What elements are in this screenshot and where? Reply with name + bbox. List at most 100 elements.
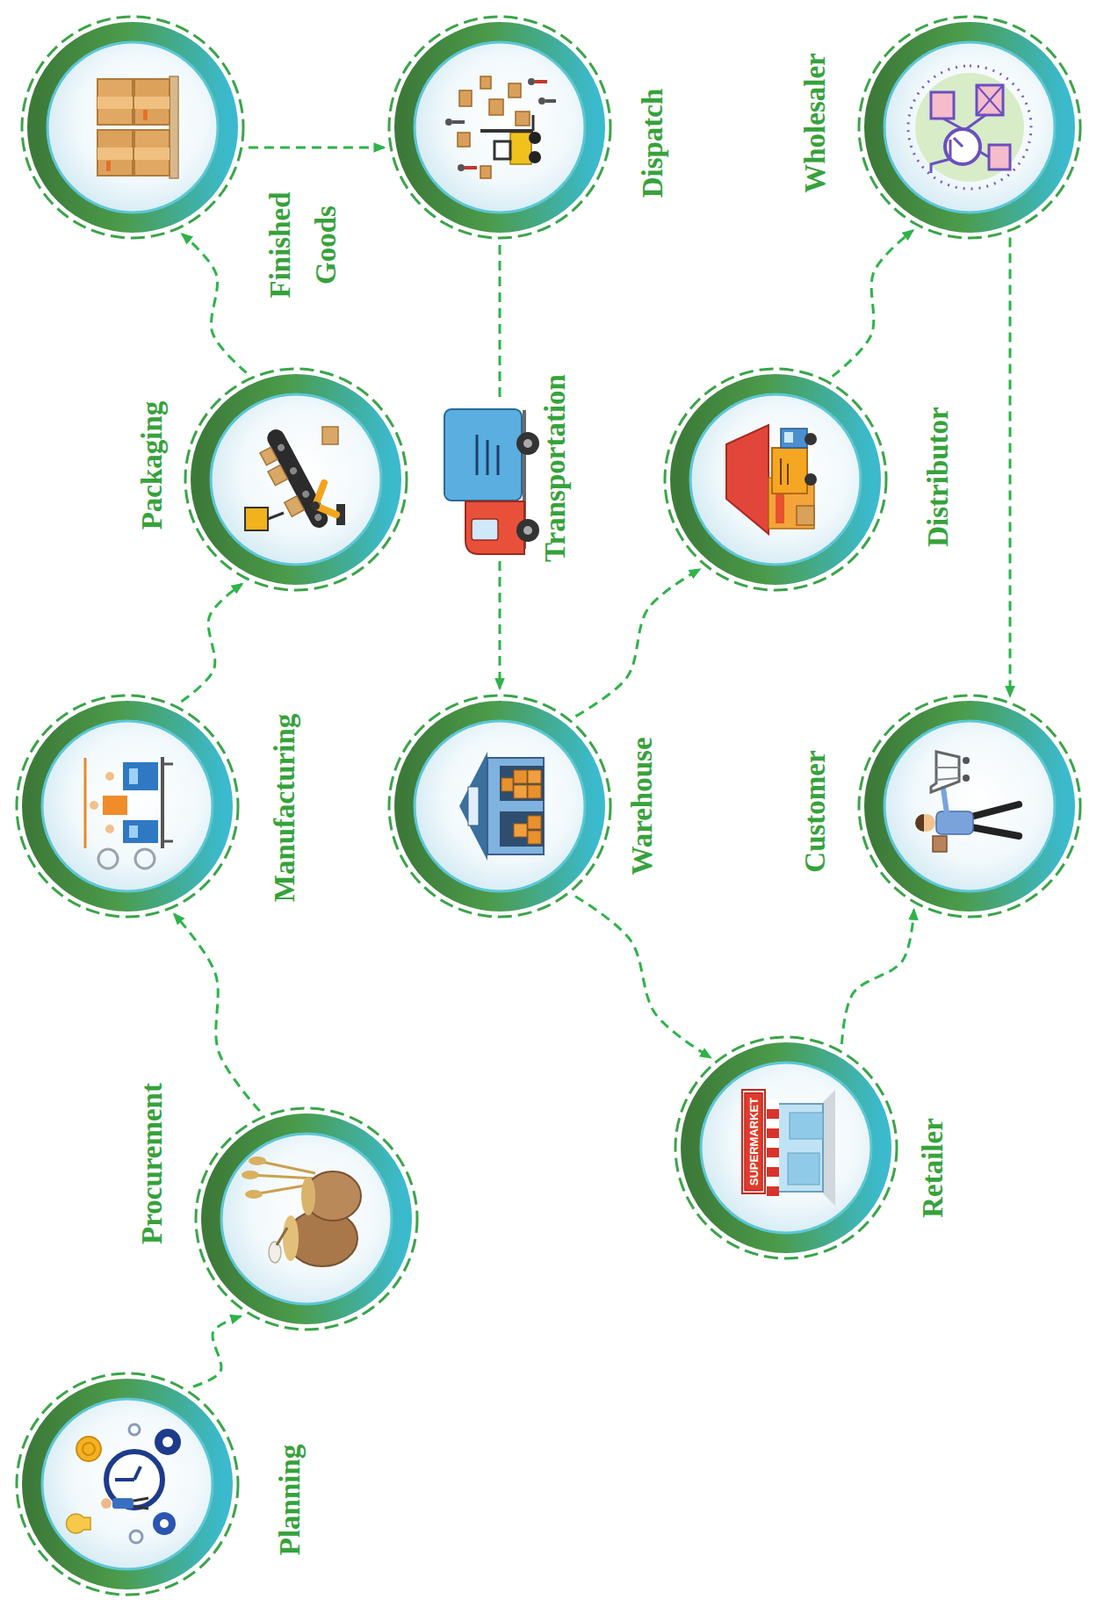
- outline-part: [664, 368, 887, 591]
- procurement-icon-part: [268, 1241, 282, 1263]
- retailer-icon-part: [789, 1112, 823, 1140]
- retailer-icon: [742, 1089, 836, 1206]
- finished-goods-icon-part: [97, 79, 133, 125]
- finished-goods-icon-part: [134, 79, 170, 125]
- procurement-icon-part: [287, 1210, 358, 1267]
- wholesaler-icon-part: [988, 144, 1011, 170]
- outline-part: [414, 721, 585, 892]
- retailer-icon-part: [742, 1089, 765, 1194]
- distributor-icon-part: [768, 477, 815, 529]
- stage-label: Transportation: [539, 374, 573, 563]
- packaging-icon-part: [310, 501, 320, 511]
- manufacturing-icon-part: [162, 840, 174, 844]
- wholesaler-icon-part: [908, 65, 1032, 189]
- packaging-icon-part: [267, 464, 289, 485]
- retailer-icon-part: [822, 1089, 836, 1206]
- stage-circle: Customer: [857, 693, 1083, 919]
- manufacturing-icon: [85, 757, 174, 869]
- stage-circle: Retailer: [673, 1035, 899, 1261]
- procurement-icon-part: [276, 1227, 288, 1246]
- planning-icon: [66, 1424, 181, 1544]
- stage-circle: Finished Goods: [20, 14, 246, 240]
- planning-icon-part: [162, 1436, 174, 1448]
- outline-part: [476, 434, 479, 476]
- wholesaler-icon-part: [966, 115, 986, 130]
- planning-icon-part: [129, 1530, 143, 1544]
- dispatch-icon-part: [457, 132, 470, 147]
- finished-goods-icon-part: [134, 147, 170, 160]
- circle-outline: [663, 367, 888, 592]
- packaging-icon-part: [315, 483, 337, 515]
- dispatch-icon-part: [508, 83, 521, 98]
- stage-circle: Planning: [14, 1371, 240, 1597]
- customer-icon-part: [936, 766, 960, 769]
- dispatch-icon: [445, 76, 556, 179]
- flow-arrow: [180, 584, 242, 702]
- dispatch-icon-part: [480, 76, 491, 89]
- wholesaler-icon-part: [930, 139, 951, 174]
- dispatch-icon-part: [527, 78, 535, 86]
- warehouse-icon-part: [513, 785, 527, 799]
- manufacturing-icon-part: [84, 757, 87, 849]
- procurement-icon-part: [304, 1171, 361, 1221]
- outline-part: [858, 695, 1081, 917]
- distributor-icon-part: [779, 458, 782, 485]
- customer-icon-part: [962, 757, 970, 765]
- distributor-icon-part: [804, 432, 817, 446]
- retailer-icon-part: [766, 1109, 780, 1119]
- dispatch-icon-part: [494, 141, 511, 159]
- outline-part: [690, 394, 861, 565]
- dispatch-icon-part: [510, 132, 532, 165]
- flow-arrow: [498, 245, 502, 404]
- circle-outline: [20, 14, 246, 240]
- warehouse-icon-part: [527, 815, 542, 830]
- customer-icon-part: [971, 804, 1019, 817]
- outline-part: [36, 31, 229, 224]
- stage-label: Manufacturing: [268, 714, 303, 903]
- finished-goods-icon-part: [97, 96, 133, 109]
- outline-part: [700, 1062, 872, 1234]
- planning-icon-part: [115, 1478, 135, 1482]
- warehouse-icon: [459, 751, 544, 861]
- wholesaler-icon-part: [915, 72, 1025, 182]
- outline-part: [884, 721, 1055, 892]
- outline-part: [858, 16, 1081, 239]
- stage-circle: Dispatch: [387, 14, 613, 240]
- finished-goods-icon-part: [97, 129, 133, 176]
- procurement-icon-part: [257, 1161, 316, 1174]
- manufacturing-icon-part: [129, 825, 138, 838]
- circle-outline: [857, 14, 1083, 240]
- stage-label: Wholesaler: [799, 52, 833, 193]
- dispatch-icon-part: [459, 90, 472, 107]
- outline-part: [414, 42, 585, 213]
- manufacturing-icon-part: [122, 820, 159, 844]
- warehouse-icon-part: [513, 770, 527, 784]
- dispatch-icon-part: [489, 99, 504, 116]
- planning-icon-part: [154, 1428, 181, 1456]
- outline-part: [31, 1388, 224, 1581]
- outline-part: [31, 710, 224, 902]
- flow-arrow: [832, 230, 914, 376]
- outline-part: [486, 440, 490, 476]
- warehouse-icon-part: [527, 785, 542, 799]
- planning-icon-part: [133, 1498, 149, 1501]
- customer-icon-part: [943, 788, 947, 814]
- retailer-icon-part: [766, 1128, 780, 1139]
- packaging-icon-part: [259, 447, 278, 466]
- packaging-icon-part: [267, 512, 284, 520]
- stage-label: Distributor: [922, 406, 956, 548]
- finished-goods-icon-part: [134, 96, 170, 109]
- retailer-icon-part: [766, 1099, 780, 1110]
- circle-outline: [857, 693, 1083, 919]
- flow-arrow: [575, 896, 711, 1059]
- stage-circle: Wholesaler: [857, 14, 1083, 240]
- distributor-icon: [726, 425, 817, 534]
- dispatch-icon-part: [457, 164, 465, 172]
- outline-part: [404, 710, 596, 902]
- flow-arrow: [841, 909, 914, 1045]
- customer-icon-part: [962, 774, 970, 782]
- distributor-icon-part: [772, 447, 808, 494]
- stage-label: Customer: [799, 750, 833, 873]
- dispatch-icon-part: [538, 97, 546, 105]
- packaging-icon-part: [313, 512, 324, 523]
